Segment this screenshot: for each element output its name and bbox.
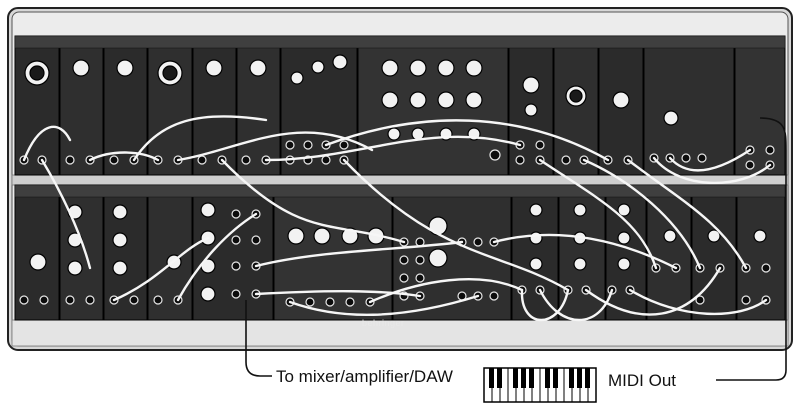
mixer-output-label: To mixer/amplifier/DAW (276, 367, 453, 386)
filter-bank-module (357, 35, 509, 176)
vco-module-4 (147, 35, 193, 176)
midi-out-label: MIDI Out (608, 371, 677, 390)
vco-module-1 (14, 35, 60, 176)
brand-logo: behringer (362, 318, 405, 328)
output-cable (245, 300, 272, 377)
vco-large-module (280, 35, 358, 176)
vca-module-1 (646, 184, 692, 321)
control-voltages-module (643, 35, 735, 176)
midi-interface-module (734, 35, 786, 176)
knobs (24, 54, 767, 302)
vco-module-2 (59, 35, 104, 176)
midi-cable (716, 117, 787, 381)
vco-module-6 (236, 35, 281, 176)
keyboard-icon (483, 367, 597, 403)
patch-cables (22, 115, 772, 322)
